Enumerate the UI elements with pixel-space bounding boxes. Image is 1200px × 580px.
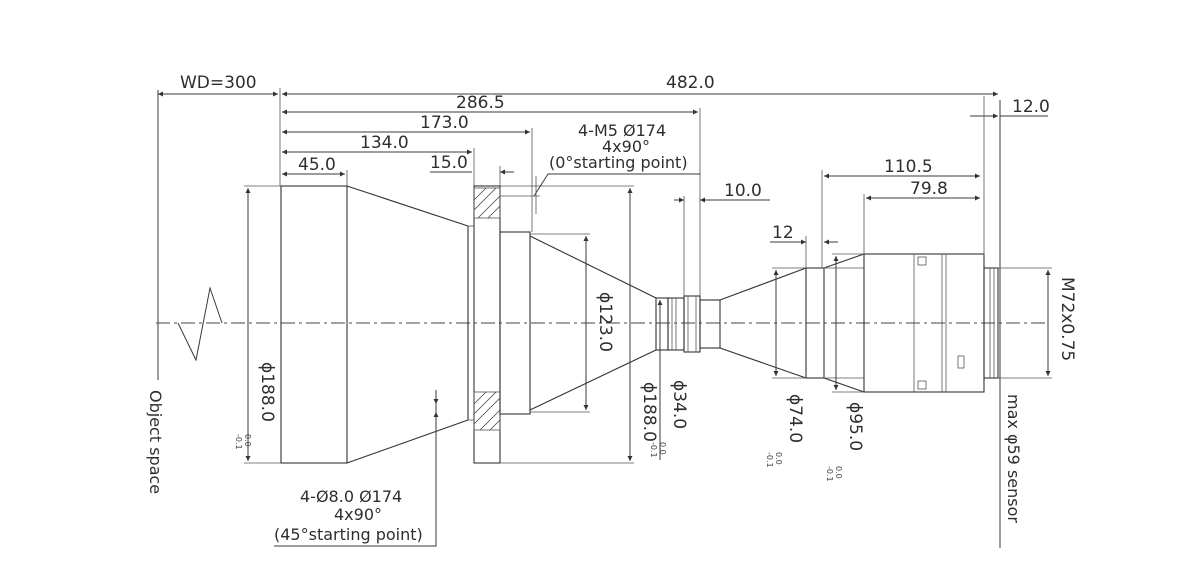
thread-label: M72x0.75 [1057, 277, 1077, 361]
dia-95-tol-upper: 0.0 [834, 466, 843, 479]
dia-34-label: ϕ34.0 [669, 380, 689, 429]
sensor-label: max φ59 sensor [1004, 394, 1023, 523]
flange-hatch-top [473, 187, 501, 219]
m5-note-line3: (0°starting point) [549, 153, 688, 172]
flange-hatch-bottom [473, 391, 501, 431]
m5-note-line1: 4-M5 Ø174 [578, 121, 666, 140]
lens-body [280, 185, 999, 464]
dia-95-label: ϕ95.0 [845, 402, 865, 451]
length-15-label: 15.0 [430, 153, 468, 173]
dia-34-tol-lower: -0.1 [649, 442, 658, 458]
dia-74-tol-upper: 0.0 [774, 452, 783, 465]
m5-note-line2: 4x90° [602, 137, 650, 156]
thread-mount [983, 267, 999, 379]
hole-note-line3: (45°starting point) [274, 525, 423, 544]
length-12-label: 12 [772, 223, 794, 243]
total-length-label: 482.0 [666, 73, 715, 93]
leaders [274, 173, 700, 547]
length-173-label: 173.0 [420, 113, 469, 133]
length-79-label: 79.8 [910, 179, 948, 199]
length-110-label: 110.5 [884, 157, 933, 177]
rear-ring [499, 231, 531, 415]
section-74 [805, 267, 825, 379]
dia-123-label: ϕ123.0 [595, 292, 615, 352]
dia-188-front-tol-upper: 0.0 [243, 434, 252, 447]
neck [655, 297, 669, 351]
mount-flange [473, 185, 501, 464]
front-cone [346, 185, 469, 227]
dia-188-front-tol-lower: -0.1 [234, 434, 243, 450]
dia-188-flange-label: ϕ188.0 [639, 382, 659, 442]
dia-74-label: ϕ74.0 [785, 394, 805, 443]
hole-note-line1: 4-Ø8.0 Ø174 [300, 487, 402, 506]
dia-74-tol-lower: -0.1 [765, 452, 774, 468]
axis-break-symbol [177, 286, 223, 362]
length-45-label: 45.0 [298, 155, 336, 175]
horizontal-dimensions [158, 88, 1048, 296]
length-134-label: 134.0 [360, 133, 409, 153]
length-12-top-label: 12.0 [1012, 97, 1050, 117]
length-286-label: 286.5 [456, 93, 505, 113]
rear-cone [529, 235, 657, 299]
hole-note-line2: 4x90° [334, 505, 382, 524]
length-10-label: 10.0 [724, 181, 762, 201]
expanding-cone [719, 267, 807, 301]
vertical-dimensions [244, 185, 1052, 464]
dia-34-tol-upper: 0.0 [658, 442, 667, 455]
dia-188-front-label: ϕ188.0 [257, 362, 277, 422]
object-space-label: Object space [146, 390, 165, 494]
front-barrel [280, 185, 348, 464]
dia-95-tol-lower: -0.1 [825, 466, 834, 482]
wd-label: WD=300 [180, 73, 257, 93]
